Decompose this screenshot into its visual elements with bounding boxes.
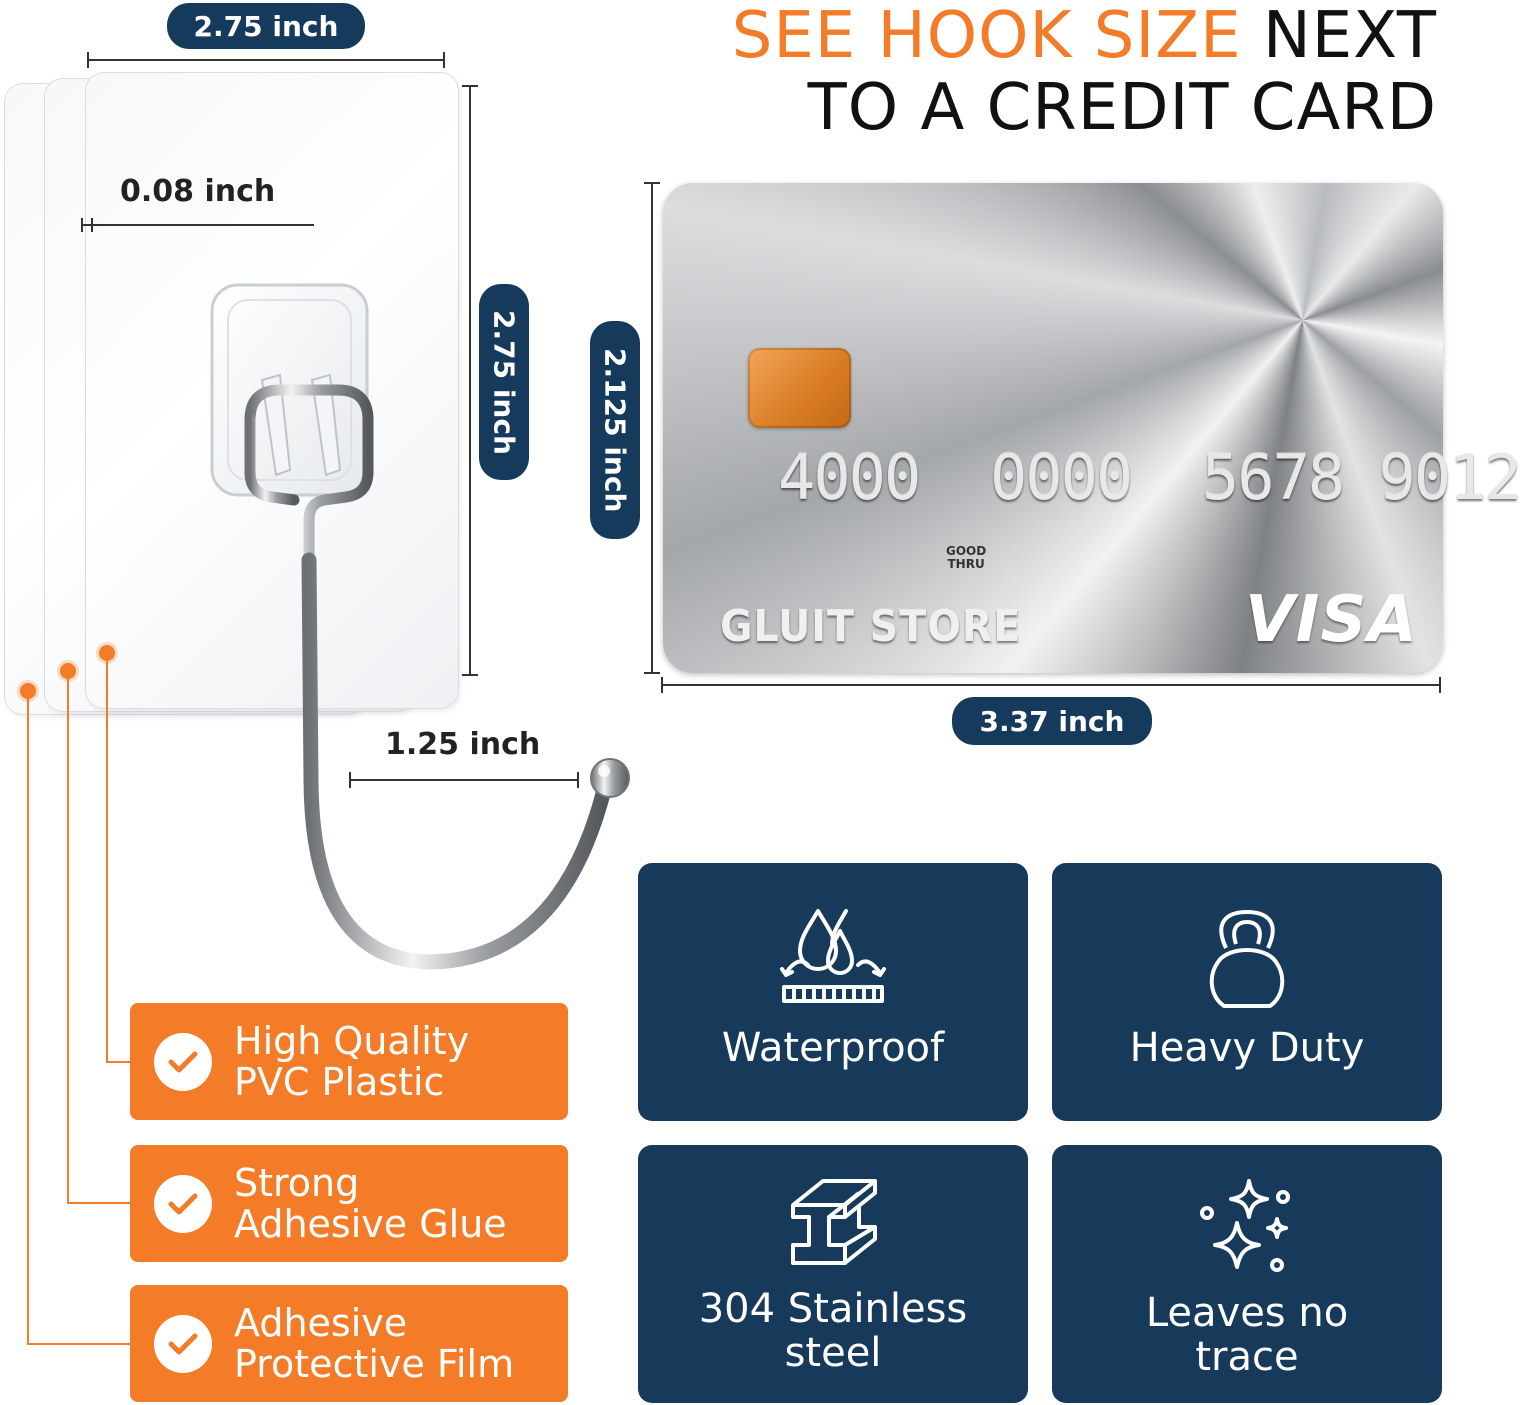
card-height-pill: 2.125 inch <box>590 321 640 539</box>
waterproof-icon <box>638 903 1028 1008</box>
kettlebell-icon <box>1052 908 1442 1013</box>
layer-label-line1: Adhesive <box>234 1300 408 1345</box>
feature-label: Heavy Duty <box>1129 1025 1365 1071</box>
good-thru-label: GOOD THRU <box>946 545 986 571</box>
layer-label-line2: Protective Film <box>234 1341 515 1386</box>
check-icon <box>154 1314 212 1373</box>
headline-line1-rest: NEXT <box>1262 0 1437 73</box>
check-icon <box>154 1032 212 1091</box>
card-brand-logo: VISA <box>1245 583 1418 657</box>
card-width-dimension-line <box>661 677 1441 693</box>
headline-accent: SEE HOOK SIZE <box>731 0 1242 73</box>
layer-label-line1: High Quality <box>234 1018 470 1063</box>
headline: SEE HOOK SIZE NEXT TO A CREDIT CARD <box>732 0 1437 144</box>
hook-depth-label: 1.25 inch <box>385 727 541 762</box>
feature-waterproof: Waterproof <box>638 863 1028 1121</box>
layer-label-line2: PVC Plastic <box>234 1059 445 1104</box>
good-thru-line2: THRU <box>947 557 985 571</box>
hook-height-pill: 2.75 inch <box>479 284 529 480</box>
check-icon <box>154 1174 212 1233</box>
feature-label-line1: 304 Stainless <box>698 1286 968 1332</box>
hook-illustration <box>27 52 660 1345</box>
thickness-label: 0.08 inch <box>120 174 276 209</box>
feature-stainless-steel: 304 Stainless steel <box>638 1145 1028 1403</box>
headline-line2: TO A CREDIT CARD <box>807 71 1437 145</box>
card-width-pill: 3.37 inch <box>952 697 1152 745</box>
feature-label-line2: trace <box>1195 1334 1299 1380</box>
layer-label-film: Adhesive Protective Film <box>130 1285 568 1402</box>
card-chip <box>748 348 851 428</box>
layer-label-line1: Strong <box>234 1160 360 1205</box>
feature-label-line2: steel <box>784 1330 882 1376</box>
feature-label: Waterproof <box>721 1025 945 1071</box>
feature-label-line1: Leaves no <box>1145 1290 1349 1336</box>
feature-label: Leaves no trace <box>1052 1291 1442 1379</box>
credit-card: 4000 0000 5678 9012 GOOD THRU GLUIT STOR… <box>663 183 1520 673</box>
sparkles-icon <box>1052 1175 1442 1275</box>
card-number: 4000 0000 5678 9012 <box>778 441 1520 514</box>
steel-beam-icon <box>638 1175 1028 1270</box>
feature-leaves-no-trace: Leaves no trace <box>1052 1145 1442 1403</box>
layer-label-glue: Strong Adhesive Glue <box>130 1145 568 1262</box>
good-thru-line1: GOOD <box>946 544 987 558</box>
hook-width-pill: 2.75 inch <box>167 3 365 49</box>
layer-label-pvc: High Quality PVC Plastic <box>130 1003 568 1120</box>
cardholder-name: GLUIT STORE <box>720 601 1022 652</box>
feature-heavy-duty: Heavy Duty <box>1052 863 1442 1121</box>
feature-label: 304 Stainless steel <box>638 1287 1028 1375</box>
layer-label-line2: Adhesive Glue <box>234 1201 507 1246</box>
